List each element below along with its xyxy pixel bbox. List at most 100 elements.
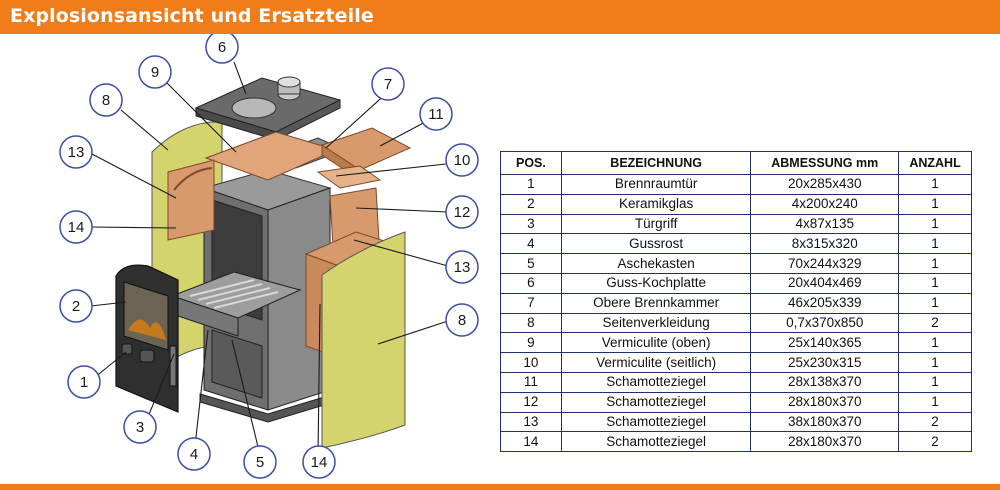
callout-7: 7 bbox=[371, 67, 405, 101]
svg-text:7: 7 bbox=[384, 76, 392, 93]
cell-bezeichnung: Aschekasten bbox=[560, 253, 752, 274]
cell-anzahl: 1 bbox=[898, 292, 972, 314]
cell-anzahl: 1 bbox=[898, 174, 972, 195]
svg-text:14: 14 bbox=[68, 219, 85, 236]
side-panel-right bbox=[321, 231, 406, 449]
callout-3: 3 bbox=[123, 410, 157, 444]
cell-abmessung: 28x138x370 bbox=[750, 371, 900, 393]
svg-text:14: 14 bbox=[311, 454, 328, 471]
parts-table: POS. BEZEICHNUNG ABMESSUNG mm ANZAHL 1 Br… bbox=[500, 151, 972, 453]
cell-bezeichnung: Vermiculite (seitlich) bbox=[560, 352, 752, 373]
svg-text:4: 4 bbox=[190, 446, 198, 463]
callout-12: 12 bbox=[445, 195, 479, 229]
svg-text:13: 13 bbox=[68, 144, 85, 161]
cell-anzahl: 1 bbox=[898, 193, 972, 215]
cell-anzahl: 2 bbox=[898, 431, 972, 453]
callout-labels: 6 9 8 7 11 13 10 12 14 13 2 8 1 3 4 5 14 bbox=[59, 34, 479, 479]
cell-bezeichnung: Schamotteziegel bbox=[560, 391, 752, 413]
cell-abmessung: 38x180x370 bbox=[750, 411, 900, 433]
cell-abmessung: 4x87x135 bbox=[750, 213, 900, 235]
cell-pos: 9 bbox=[500, 332, 562, 354]
cell-abmessung: 70x244x329 bbox=[750, 253, 900, 274]
cell-pos: 13 bbox=[500, 411, 562, 433]
door-handle bbox=[169, 345, 177, 387]
cell-pos: 2 bbox=[500, 193, 562, 215]
cell-anzahl: 1 bbox=[898, 332, 972, 354]
cell-pos: 10 bbox=[500, 352, 562, 373]
cell-anzahl: 1 bbox=[898, 213, 972, 235]
cell-bezeichnung: Schamotteziegel bbox=[560, 411, 752, 433]
cell-bezeichnung: Brennraumtür bbox=[560, 174, 752, 195]
cell-pos: 3 bbox=[500, 213, 562, 235]
cell-bezeichnung: Schamotteziegel bbox=[560, 431, 752, 453]
cell-bezeichnung: Guss-Kochplatte bbox=[560, 272, 752, 294]
header-bar: Explosionsansicht und Ersatzteile bbox=[0, 0, 1000, 34]
cell-bezeichnung: Obere Brennkammer bbox=[560, 292, 752, 314]
cell-pos: 14 bbox=[500, 431, 562, 453]
cell-anzahl: 1 bbox=[898, 253, 972, 274]
svg-text:12: 12 bbox=[454, 204, 471, 221]
cell-abmessung: 25x230x315 bbox=[750, 352, 900, 373]
cell-bezeichnung: Türgriff bbox=[560, 213, 752, 235]
cell-pos: 11 bbox=[500, 371, 562, 393]
cell-pos: 6 bbox=[500, 272, 562, 294]
cell-bezeichnung: Vermiculite (oben) bbox=[560, 332, 752, 354]
cell-abmessung: 0,7x370x850 bbox=[750, 312, 900, 334]
cell-abmessung: 28x180x370 bbox=[750, 391, 900, 413]
cell-pos: 12 bbox=[500, 391, 562, 413]
cell-pos: 5 bbox=[500, 253, 562, 274]
cell-anzahl: 1 bbox=[898, 371, 972, 393]
svg-text:9: 9 bbox=[151, 64, 159, 81]
col-header-pos: POS. bbox=[500, 151, 562, 175]
cook-plate-ring bbox=[231, 97, 277, 119]
callout-8-left: 8 bbox=[89, 83, 123, 117]
svg-text:5: 5 bbox=[256, 454, 264, 471]
callout-9: 9 bbox=[138, 55, 172, 89]
cell-anzahl: 1 bbox=[898, 272, 972, 294]
cell-abmessung: 8x315x320 bbox=[750, 233, 900, 255]
cell-anzahl: 1 bbox=[898, 352, 972, 373]
cell-anzahl: 1 bbox=[898, 391, 972, 413]
vermiculite-side bbox=[316, 165, 382, 189]
svg-text:13: 13 bbox=[454, 259, 471, 276]
svg-text:3: 3 bbox=[136, 419, 144, 436]
callout-14-right: 14 bbox=[302, 445, 336, 479]
cell-abmessung: 46x205x339 bbox=[750, 292, 900, 314]
callout-5: 5 bbox=[243, 445, 277, 479]
col-header-bezeichnung: BEZEICHNUNG bbox=[560, 151, 752, 175]
cell-bezeichnung: Keramikglas bbox=[560, 193, 752, 215]
callout-2: 2 bbox=[59, 289, 93, 323]
cell-pos: 4 bbox=[500, 233, 562, 255]
svg-text:6: 6 bbox=[218, 39, 226, 56]
page-title: Explosionsansicht und Ersatzteile bbox=[10, 5, 374, 27]
cell-abmessung: 25x140x365 bbox=[750, 332, 900, 354]
cell-anzahl: 2 bbox=[898, 411, 972, 433]
svg-text:10: 10 bbox=[454, 152, 471, 169]
ash-chamber bbox=[211, 329, 263, 399]
callout-1: 1 bbox=[67, 365, 101, 399]
callout-14-left: 14 bbox=[59, 210, 93, 244]
cell-abmessung: 20x285x430 bbox=[750, 174, 900, 195]
footer-bar bbox=[0, 484, 1000, 490]
cell-pos: 7 bbox=[500, 292, 562, 314]
firebrick-13-left bbox=[167, 159, 215, 241]
leader-lines bbox=[90, 61, 449, 456]
table-header-row: POS. BEZEICHNUNG ABMESSUNG mm ANZAHL bbox=[500, 151, 972, 175]
callout-6: 6 bbox=[205, 34, 239, 64]
svg-text:2: 2 bbox=[72, 298, 80, 315]
callout-4: 4 bbox=[177, 437, 211, 471]
svg-text:11: 11 bbox=[428, 106, 444, 123]
cell-abmessung: 28x180x370 bbox=[750, 431, 900, 453]
callout-11: 11 bbox=[419, 97, 453, 131]
col-header-anzahl: ANZAHL bbox=[898, 151, 972, 175]
